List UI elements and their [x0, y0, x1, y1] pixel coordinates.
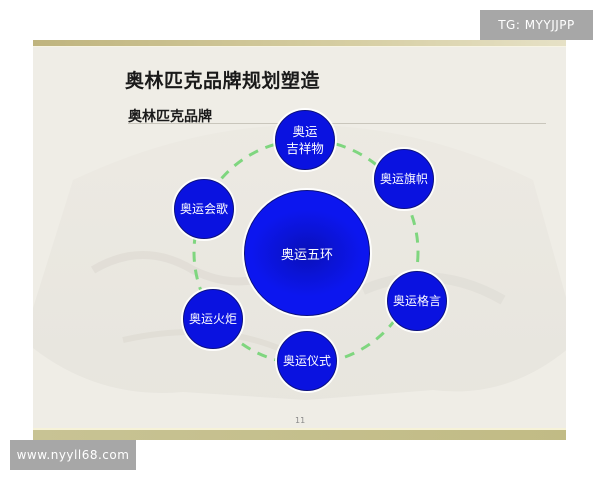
- hub-node-olympic-rings: 奥运五环: [244, 190, 370, 316]
- presentation-slide: 奥林匹克品牌规划塑造 奥林匹克品牌 奥运五环 奥运 吉祥物 奥运旗帜 奥运格言 …: [33, 40, 566, 440]
- section-subtitle: 奥林匹克品牌: [128, 109, 212, 125]
- olympic-brand-diagram: 奥运五环 奥运 吉祥物 奥运旗帜 奥运格言 奥运仪式 奥运火炬 奥运会歌: [33, 40, 566, 440]
- subtitle-divider: [128, 123, 546, 124]
- node-torch: 奥运火炬: [183, 289, 243, 349]
- top-bar-highlight: [33, 46, 566, 47]
- node-motto: 奥运格言: [387, 271, 447, 331]
- watermark-url: www.nyyll68.com: [10, 440, 136, 470]
- node-label: 奥运旗帜: [379, 171, 428, 186]
- node-label: 奥运火炬: [188, 311, 237, 326]
- node-label: 奥运会歌: [179, 201, 228, 216]
- node-label: 奥运格言: [392, 293, 441, 308]
- hub-label: 奥运五环: [280, 247, 333, 263]
- slide-title: 奥林匹克品牌规划塑造: [125, 70, 321, 92]
- node-anthem: 奥运会歌: [174, 179, 234, 239]
- node-ceremony: 奥运仪式: [277, 331, 337, 391]
- page-number: 11: [295, 416, 306, 425]
- node-mascot: 奥运 吉祥物: [275, 110, 335, 170]
- node-flag: 奥运旗帜: [374, 149, 434, 209]
- node-label: 奥运 吉祥物: [286, 124, 324, 156]
- watermark-telegram: TG: MYYJJPP: [480, 10, 593, 40]
- slide-bottom-bar: [33, 430, 566, 440]
- bottom-bar-highlight: [33, 428, 566, 430]
- node-label: 奥运仪式: [282, 353, 331, 368]
- slide-top-bar: [33, 40, 566, 46]
